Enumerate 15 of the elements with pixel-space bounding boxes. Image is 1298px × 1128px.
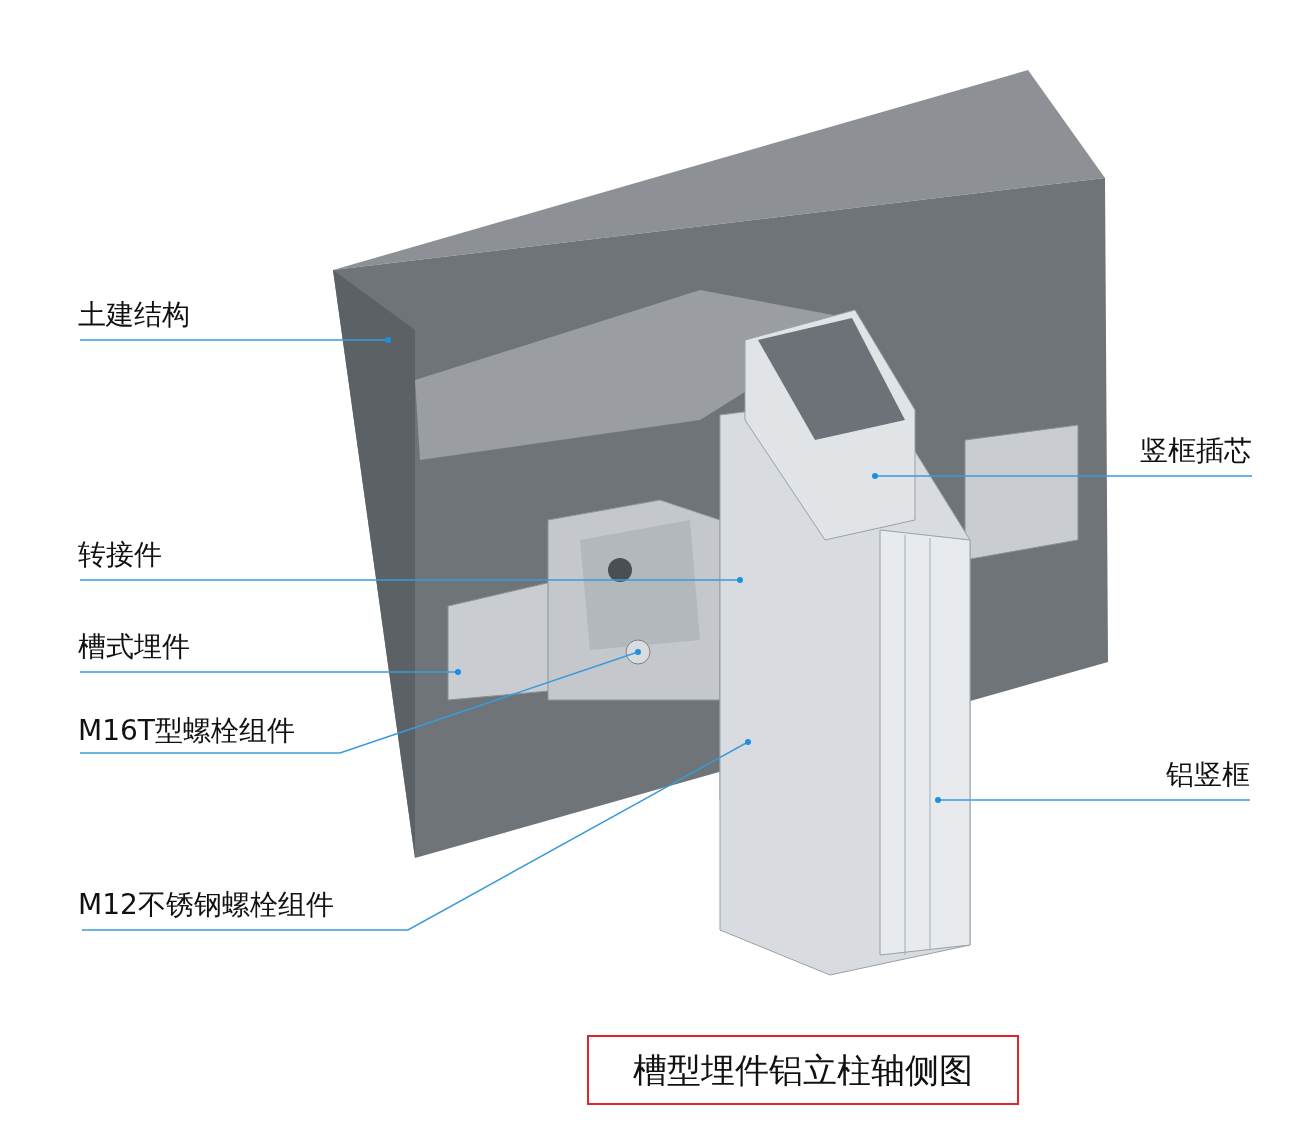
callout-label: 竖框插芯 <box>1112 426 1252 476</box>
leader-line <box>79 669 461 675</box>
callout-label: M16T型螺栓组件 <box>78 706 338 756</box>
leader-line <box>79 649 641 754</box>
callout-label: 铝竖框 <box>1140 750 1250 800</box>
callout-label: M12不锈钢螺栓组件 <box>78 880 378 930</box>
caption: 槽型埋件铝立柱轴侧图 <box>587 1035 1019 1105</box>
callout-label: 转接件 <box>78 530 278 580</box>
leader-line <box>79 337 391 343</box>
leader-line <box>81 739 751 931</box>
leader-line <box>935 797 1251 803</box>
callout-label: 土建结构 <box>78 290 278 340</box>
leader-line <box>872 473 1253 479</box>
callout-label: 槽式埋件 <box>78 622 278 672</box>
leader-line <box>79 577 743 583</box>
